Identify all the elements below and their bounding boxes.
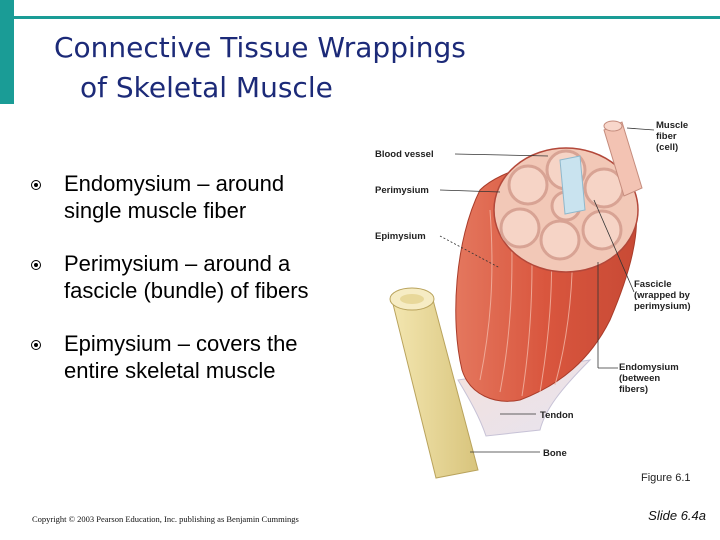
copyright-notice: Copyright © 2003 Pearson Education, Inc.… — [32, 514, 299, 524]
bullet-description: around a fascicle (bundle) of fibers — [64, 251, 309, 303]
label-endomysium-line2: (between — [619, 373, 660, 384]
bullet-icon — [31, 180, 41, 190]
label-endomysium-line3: fibers) — [619, 384, 648, 395]
label-fascicle-line3: perimysium) — [634, 301, 691, 312]
bullet-icon — [31, 340, 41, 350]
label-fascicle-line2: (wrapped by — [634, 290, 691, 301]
bullet-term: Perimysium — [64, 251, 179, 276]
bullet-separator: – — [178, 251, 204, 276]
bullet-separator: – — [191, 171, 216, 196]
slide-title: Connective Tissue Wrappings of Skeletal … — [54, 28, 554, 108]
blood-vessel-shape — [559, 155, 586, 215]
bullet-term: Endomysium — [64, 171, 192, 196]
accent-bar — [0, 0, 14, 104]
figure-caption: Figure 6.1 — [641, 472, 691, 484]
label-perimysium: Perimysium — [375, 185, 429, 196]
label-bone: Bone — [543, 448, 567, 459]
bullet-epimysium: Epimysium – covers the entire skeletal m… — [28, 330, 328, 384]
title-line-1: Connective Tissue Wrappings — [54, 31, 466, 64]
leader-lines — [439, 127, 655, 453]
bullet-perimysium: Perimysium – around a fascicle (bundle) … — [28, 250, 328, 304]
bullet-endomysium: Endomysium – around single muscle fiber — [28, 170, 328, 224]
label-fascicle-line1: Fascicle — [634, 279, 672, 290]
bullet-list: Endomysium – around single muscle fiber … — [28, 170, 328, 410]
label-muscle-fiber-line3: (cell) — [656, 142, 678, 153]
bullet-icon — [31, 260, 41, 270]
label-blood-vessel: Blood vessel — [375, 149, 434, 160]
label-muscle-fiber-line2: fiber — [656, 131, 677, 142]
title-line-2: of Skeletal Muscle — [80, 71, 333, 104]
bone-shape — [389, 287, 479, 479]
bullet-description: around single muscle fiber — [64, 171, 285, 223]
bullet-separator: – — [171, 331, 197, 356]
muscle-fiber-shape — [603, 120, 643, 197]
bullet-term: Epimysium — [64, 331, 172, 356]
slide-number: Slide 6.4a — [648, 508, 706, 523]
label-muscle-fiber-line1: Muscle — [656, 120, 688, 131]
bullet-description: covers the entire skeletal muscle — [64, 331, 298, 383]
accent-line — [0, 16, 720, 19]
label-tendon: Tendon — [540, 410, 574, 421]
muscle-anatomy-illustration: Blood vessel Perimysium Epimysium Muscle… — [375, 120, 691, 479]
label-endomysium-line1: Endomysium — [619, 362, 679, 373]
label-epimysium: Epimysium — [375, 231, 426, 242]
